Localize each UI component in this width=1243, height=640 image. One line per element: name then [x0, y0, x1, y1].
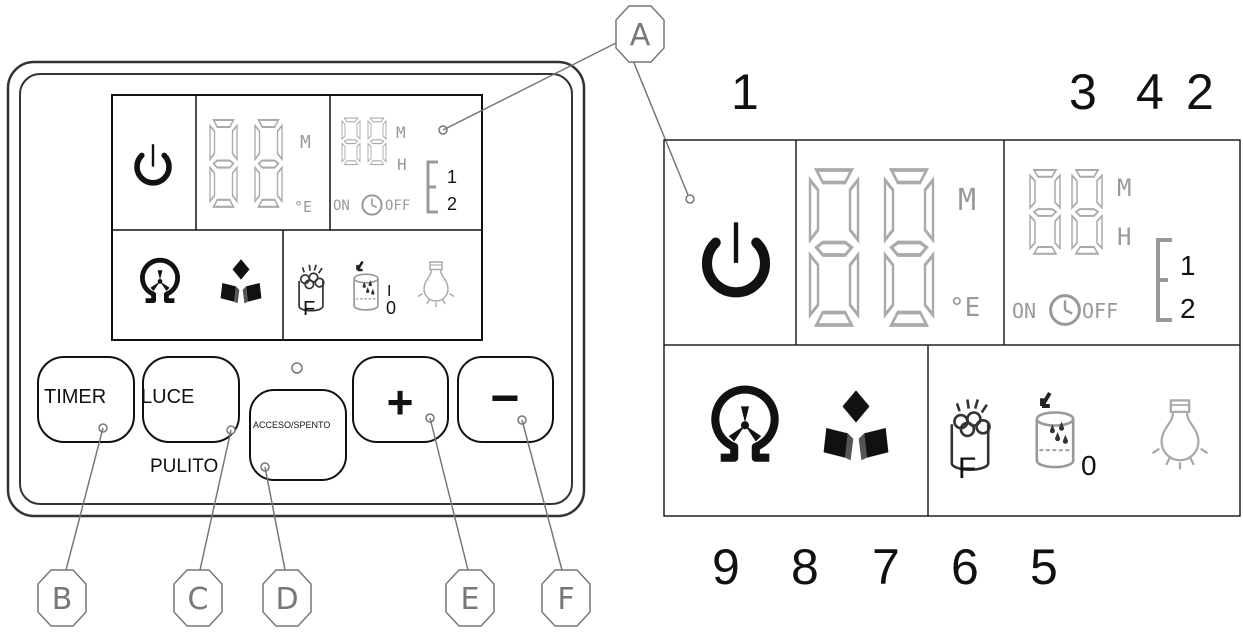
- power-icon-large: [707, 222, 765, 292]
- plus-button[interactable]: +: [352, 356, 449, 443]
- level-1-large: 1: [1180, 250, 1196, 281]
- level-1: 1: [447, 167, 457, 187]
- filter-letter-large: F: [958, 452, 976, 485]
- digit-segment-medium: [1070, 168, 1104, 255]
- svg-text:D: D: [275, 582, 298, 617]
- svg-text:A: A: [630, 18, 651, 53]
- hours-indicator: H: [397, 155, 407, 174]
- svg-text:B: B: [52, 582, 73, 617]
- tank-indicator-0-large: 0: [1081, 450, 1097, 481]
- bulb-icon: [417, 261, 455, 308]
- label-6: 6: [951, 539, 979, 595]
- acceso-spento-label: ACCESO/SPENTO: [253, 420, 330, 430]
- svg-text:C: C: [188, 582, 209, 617]
- level-2: 2: [447, 194, 457, 214]
- label-7: 7: [872, 539, 900, 595]
- tank-indicator-0: 0: [386, 298, 396, 318]
- minutes-indicator-medium: M: [1117, 174, 1131, 202]
- fan-icon-large: [715, 390, 774, 458]
- bulb-icon-large: [1151, 399, 1209, 471]
- svg-text:E: E: [461, 582, 480, 617]
- luce-button[interactable]: LUCE: [141, 356, 240, 443]
- timer-button[interactable]: TIMER: [37, 356, 135, 443]
- label-2: 2: [1186, 64, 1214, 120]
- digit-segment: [208, 118, 239, 208]
- tank-icon-large: [1034, 391, 1076, 470]
- off-label: OFF: [385, 198, 410, 214]
- label-5: 5: [1030, 539, 1058, 595]
- svg-text:F: F: [557, 582, 574, 617]
- label-4: 4: [1136, 64, 1164, 120]
- minutes-indicator-small: M: [396, 123, 406, 142]
- pulito-label: PULITO: [150, 456, 218, 477]
- digit-segment: [341, 117, 361, 166]
- pellet-cubes-icon-large: [823, 390, 889, 461]
- filter-letter: F: [303, 298, 315, 320]
- tank-indicator-i: I: [387, 283, 391, 300]
- off-label-large: OFF: [1082, 299, 1118, 323]
- level-2-large: 2: [1180, 293, 1196, 324]
- hours-indicator-medium: H: [1117, 223, 1131, 251]
- digit-segment: [253, 118, 284, 208]
- on-label: ON: [333, 198, 350, 214]
- timer-label: TIMER: [44, 386, 106, 408]
- degree-unit: °E: [294, 198, 312, 216]
- power-icon: [137, 144, 169, 183]
- indicator-led: [291, 362, 303, 374]
- callout-a: A: [615, 5, 665, 63]
- callout-d: D: [262, 569, 312, 627]
- digit-segment-medium: [1028, 168, 1062, 255]
- luce-label: LUCE: [141, 386, 194, 408]
- pellet-cubes-icon: [220, 259, 262, 304]
- tank-icon: [352, 260, 380, 312]
- label-3: 3: [1069, 64, 1097, 120]
- degree-unit-large: °E: [949, 293, 980, 323]
- minutes-indicator-large: M: [958, 183, 976, 218]
- plus-label: +: [387, 376, 414, 428]
- callout-f: F: [541, 569, 591, 627]
- minutes-indicator: M: [300, 132, 311, 153]
- acceso-spento-button[interactable]: ACCESO/SPENTO: [249, 389, 347, 481]
- left-control-panel: M °E M H ON OFF 1 2 F I 0 TIMER: [6, 41, 695, 571]
- label-1: 1: [731, 64, 759, 120]
- minus-label: −: [490, 370, 519, 426]
- fan-icon: [142, 260, 177, 300]
- enlarged-lcd-display: M °E M H ON OFF 1 2 F 0: [663, 139, 1241, 517]
- digit-segment-large: [883, 168, 935, 327]
- label-9: 9: [712, 539, 740, 595]
- clock-icon-large: [1049, 294, 1081, 326]
- digit-segment-large: [808, 168, 860, 327]
- on-label-large: ON: [1012, 299, 1036, 323]
- callout-c: C: [173, 569, 223, 627]
- small-lcd-display: M °E M H ON OFF 1 2 F I 0: [111, 94, 483, 341]
- callout-e: E: [445, 569, 495, 627]
- minus-button[interactable]: −: [457, 356, 554, 443]
- label-8: 8: [791, 539, 819, 595]
- digit-segment: [367, 117, 387, 166]
- callout-b: B: [37, 569, 87, 627]
- clock-icon: [361, 194, 383, 216]
